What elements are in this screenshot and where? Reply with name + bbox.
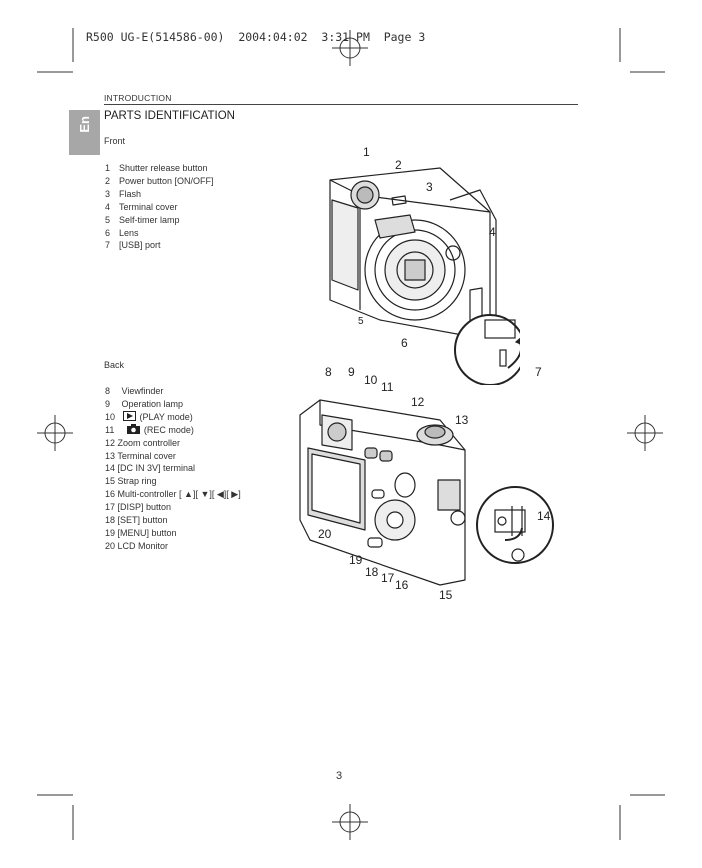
callout-16: 16 bbox=[395, 578, 409, 592]
list-item: 8 Viewfinder bbox=[105, 386, 164, 396]
front-label: Front bbox=[104, 136, 126, 146]
back-label: Back bbox=[104, 360, 125, 370]
list-item: 7[USB] port bbox=[105, 240, 161, 251]
header-rule bbox=[104, 104, 578, 105]
list-item: 9 Operation lamp bbox=[105, 398, 184, 409]
callout-2: 2 bbox=[395, 158, 402, 172]
callout-18: 18 bbox=[365, 565, 379, 579]
callout-5: 5 bbox=[358, 316, 364, 327]
callout-11: 11 bbox=[381, 380, 394, 394]
section-label: INTRODUCTION bbox=[104, 93, 172, 103]
list-item: 10 (PLAY mode) bbox=[105, 410, 193, 422]
camera-front-illustration bbox=[329, 167, 520, 385]
callout-8: 8 bbox=[325, 365, 332, 379]
page-number: 3 bbox=[336, 770, 343, 782]
list-item: 15 Strap ring bbox=[105, 476, 157, 487]
camera-icon bbox=[126, 423, 140, 434]
list-item: 13 Terminal cover bbox=[105, 450, 176, 461]
callout-7: 7 bbox=[535, 365, 542, 379]
play-mode-icon bbox=[122, 410, 136, 421]
callout-20: 20 bbox=[318, 527, 332, 541]
callout-1: 1 bbox=[363, 145, 370, 159]
list-item: 19 [MENU] button bbox=[105, 527, 177, 538]
callout-4: 4 bbox=[489, 225, 496, 239]
callout-17: 17 bbox=[381, 571, 395, 585]
callout-6: 6 bbox=[401, 336, 408, 350]
list-item: 17 [DISP] button bbox=[105, 502, 172, 513]
callout-15: 15 bbox=[439, 588, 453, 602]
callout-14: 14 bbox=[537, 509, 551, 523]
page-title: PARTS IDENTIFICATION bbox=[104, 110, 235, 122]
list-item: 12 Zoom controller bbox=[105, 437, 181, 448]
callout-19: 19 bbox=[349, 553, 363, 567]
list-item: 11 (REC mode) bbox=[105, 423, 194, 435]
callout-9: 9 bbox=[348, 365, 355, 379]
camera-back-illustration bbox=[299, 399, 554, 586]
callout-10: 10 bbox=[364, 373, 378, 387]
language-tab: En bbox=[69, 110, 100, 155]
list-item: 18 [SET] button bbox=[105, 515, 168, 526]
callout-3: 3 bbox=[426, 180, 433, 194]
list-item: 16 Multi-controller [ ▲][ ▼][ ◀][ ▶] bbox=[105, 489, 241, 500]
callout-12: 12 bbox=[411, 395, 425, 409]
list-item: 20 LCD Monitor bbox=[105, 540, 169, 551]
list-item: 14 [DC IN 3V] terminal bbox=[105, 463, 196, 474]
callout-13: 13 bbox=[455, 413, 469, 427]
back-parts-list: 8 Viewfinder 9 Operation lamp 10 (PLAY m… bbox=[105, 385, 241, 553]
print-header: R500 UG-E(514586-00) 2004:04:02 3:31 PM … bbox=[86, 30, 426, 44]
